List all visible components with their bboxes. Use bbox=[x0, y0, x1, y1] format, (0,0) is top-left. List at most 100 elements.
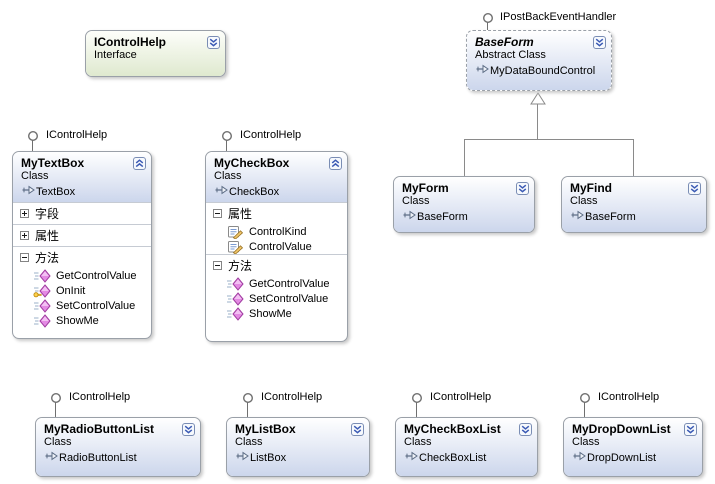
method-icon bbox=[226, 291, 244, 306]
member-name: ControlKind bbox=[249, 225, 307, 238]
expand-collapse-button[interactable] bbox=[133, 157, 146, 170]
inheritance-line-left bbox=[464, 139, 465, 176]
method-member-row[interactable]: ShowMe bbox=[206, 306, 347, 321]
method-icon bbox=[226, 306, 244, 321]
type-kind-label: Class bbox=[21, 170, 49, 182]
interface-box-icontrolhelp[interactable]: IControlHelp Interface bbox=[85, 30, 226, 77]
method-member-row[interactable]: GetControlValue bbox=[13, 268, 151, 283]
method-icon-protected bbox=[33, 283, 51, 298]
property-icon bbox=[226, 225, 244, 239]
base-type-arrow-icon bbox=[475, 64, 489, 77]
base-type-name: ListBox bbox=[250, 451, 287, 464]
interface-lollipop-icon[interactable] bbox=[579, 391, 591, 404]
collapse-section-icon[interactable] bbox=[20, 251, 29, 265]
interface-lollipop-icon[interactable] bbox=[482, 11, 494, 24]
property-icon bbox=[226, 240, 244, 254]
class-box-mylistbox[interactable]: MyListBox Class ListBox bbox=[226, 417, 370, 477]
base-type-row: RadioButtonList bbox=[44, 451, 195, 464]
interface-lollipop-icon[interactable] bbox=[411, 391, 423, 404]
interface-label: IControlHelp bbox=[240, 129, 302, 141]
expand-collapse-button[interactable] bbox=[516, 182, 529, 195]
expand-collapse-button[interactable] bbox=[207, 36, 220, 49]
expand-section-icon[interactable] bbox=[20, 229, 29, 243]
base-type-row: ListBox bbox=[235, 451, 364, 464]
base-type-row: DropDownList bbox=[572, 451, 697, 464]
property-member-row[interactable]: ControlValue bbox=[206, 239, 347, 254]
member-name: SetControlValue bbox=[249, 292, 329, 305]
method-member-row[interactable]: OnInit bbox=[13, 283, 151, 298]
expand-collapse-button[interactable] bbox=[182, 423, 195, 436]
interface-title: IControlHelp bbox=[94, 35, 166, 49]
interface-label: IControlHelp bbox=[46, 129, 108, 141]
base-type-name: CheckBoxList bbox=[419, 451, 487, 464]
lollipop-stem bbox=[55, 402, 56, 417]
class-title: MyCheckBoxList bbox=[404, 422, 501, 436]
base-type-arrow-icon bbox=[402, 210, 416, 223]
inheritance-line-vertical bbox=[537, 104, 538, 139]
expand-collapse-button[interactable] bbox=[688, 182, 701, 195]
expand-collapse-button[interactable] bbox=[593, 36, 606, 49]
section-label: 字段 bbox=[35, 207, 60, 221]
collapse-section-icon[interactable] bbox=[213, 207, 222, 221]
inheritance-line-horizontal bbox=[464, 139, 634, 140]
class-box-mycheckboxlist[interactable]: MyCheckBoxList Class CheckBoxList bbox=[395, 417, 538, 477]
base-type-name: DropDownList bbox=[587, 451, 657, 464]
base-type-row: MyDataBoundControl bbox=[475, 64, 606, 77]
expand-collapse-button[interactable] bbox=[351, 423, 364, 436]
interface-label: IControlHelp bbox=[261, 391, 323, 403]
interface-lollipop-icon[interactable] bbox=[242, 391, 254, 404]
base-type-arrow-icon bbox=[572, 451, 586, 464]
method-member-row[interactable]: GetControlValue bbox=[206, 276, 347, 291]
base-type-row: CheckBoxList bbox=[404, 451, 532, 464]
type-kind-label: Abstract Class bbox=[475, 49, 546, 61]
lollipop-stem bbox=[487, 22, 488, 30]
class-title: BaseForm bbox=[475, 35, 534, 49]
property-member-row[interactable]: ControlKind bbox=[206, 224, 347, 239]
method-icon bbox=[226, 276, 244, 291]
type-kind-label: Class bbox=[570, 195, 598, 207]
base-type-name: RadioButtonList bbox=[59, 451, 137, 464]
section-label: 属性 bbox=[35, 229, 60, 243]
member-name: GetControlValue bbox=[56, 269, 137, 282]
class-box-mydropdownlist[interactable]: MyDropDownList Class DropDownList bbox=[563, 417, 703, 477]
lollipop-stem bbox=[584, 402, 585, 417]
method-member-row[interactable]: SetControlValue bbox=[13, 298, 151, 313]
class-box-baseform[interactable]: BaseForm Abstract Class MyDataBoundContr… bbox=[466, 30, 612, 91]
class-box-myform[interactable]: MyForm Class BaseForm bbox=[393, 176, 535, 233]
interface-lollipop-icon[interactable] bbox=[221, 129, 233, 142]
method-icon bbox=[33, 298, 51, 313]
method-icon bbox=[33, 313, 51, 328]
interface-lollipop-icon[interactable] bbox=[50, 391, 62, 404]
class-title: MyCheckBox bbox=[214, 156, 290, 170]
expand-section-icon[interactable] bbox=[20, 207, 29, 221]
class-box-myradiobuttonlist[interactable]: MyRadioButtonList Class RadioButtonList bbox=[35, 417, 201, 477]
class-title: MyDropDownList bbox=[572, 422, 671, 436]
interface-label: IControlHelp bbox=[598, 391, 660, 403]
expand-collapse-button[interactable] bbox=[329, 157, 342, 170]
class-box-myfind[interactable]: MyFind Class BaseForm bbox=[561, 176, 707, 233]
member-name: ShowMe bbox=[249, 307, 292, 320]
lollipop-stem bbox=[416, 402, 417, 417]
method-member-row[interactable]: ShowMe bbox=[13, 313, 151, 328]
class-title: MyListBox bbox=[235, 422, 296, 436]
interface-lollipop-icon[interactable] bbox=[27, 129, 39, 142]
base-type-name: CheckBox bbox=[229, 185, 280, 198]
method-icon bbox=[33, 268, 51, 283]
collapse-section-icon[interactable] bbox=[213, 259, 222, 273]
method-member-row[interactable]: SetControlValue bbox=[206, 291, 347, 306]
member-section-header: 属性 bbox=[206, 202, 347, 224]
section-label: 属性 bbox=[228, 207, 253, 221]
lollipop-stem bbox=[226, 140, 227, 151]
expand-collapse-button[interactable] bbox=[519, 423, 532, 436]
inheritance-arrow-triangle bbox=[530, 92, 546, 105]
interface-label: IControlHelp bbox=[69, 391, 131, 403]
member-section-header: 方法 bbox=[206, 254, 347, 276]
base-type-name: TextBox bbox=[36, 185, 76, 198]
class-title: MyForm bbox=[402, 181, 449, 195]
expand-collapse-button[interactable] bbox=[684, 423, 697, 436]
type-kind-label: Class bbox=[402, 195, 430, 207]
base-type-row: BaseForm bbox=[570, 210, 701, 223]
